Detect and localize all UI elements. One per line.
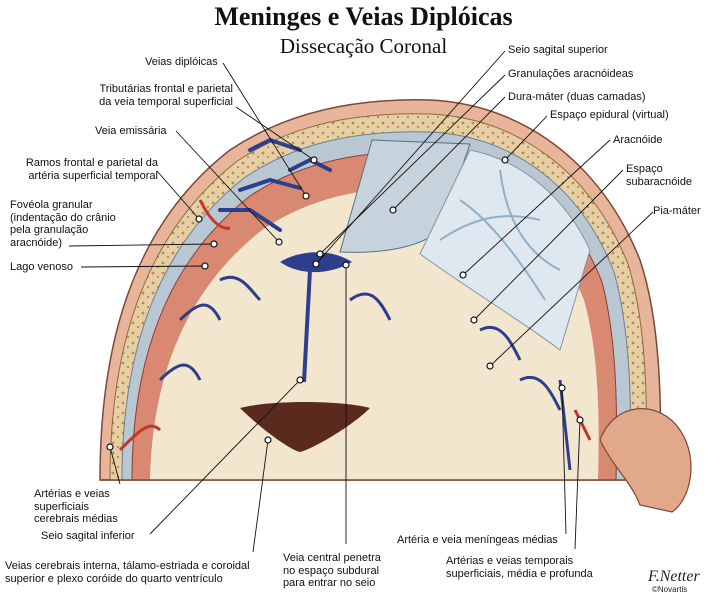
label-ramos: Ramos frontal e parietal da artéria supe…	[25, 157, 158, 182]
label-espaco-subaracnoide: Espaço subaracnóide	[626, 163, 693, 188]
label-arteria-meningea: Artéria e veia meníngeas médias	[397, 534, 558, 546]
label-arterias-temporais: Artérias e veias temporais superficiais,…	[446, 555, 593, 580]
label-veias-diploicas: Veias diplóicas	[145, 56, 218, 68]
label-espaco-epidural: Espaço epidural (virtual)	[550, 109, 669, 121]
label-seio-sagital-inferior: Seio sagital inferior	[41, 530, 135, 542]
ear	[599, 408, 692, 513]
label-veias-cerebrais-internas: Veias cerebrais interna, tálamo-estriada…	[5, 560, 250, 585]
falx-cerebri	[302, 269, 312, 383]
label-veia-emissaria: Veia emissária	[95, 125, 167, 137]
label-foveola: Fovéola granular (indentação do crânio p…	[10, 199, 116, 249]
label-lago-venoso: Lago venoso	[10, 261, 73, 273]
label-aracnoide: Aracnóide	[613, 134, 663, 146]
artist-signature: F.Netter	[648, 568, 700, 585]
page-subtitle: Dissecação Coronal	[279, 34, 448, 58]
arachnoid-window	[419, 149, 591, 351]
label-granulacoes: Granulações aracnóideas	[508, 68, 634, 80]
label-pia-mater: Pia-máter	[653, 205, 701, 217]
label-dura-mater: Dura-máter (duas camadas)	[508, 91, 646, 103]
ventricle	[240, 402, 370, 452]
label-seio-sagital-superior: Seio sagital superior	[508, 44, 608, 56]
label-veia-central: Veia central penetra no espaço subdural …	[283, 552, 381, 589]
page-title: Meninges e Veias Diplóicas	[214, 2, 513, 31]
copyright-notice: ©Novartis	[652, 585, 688, 594]
label-tributarias: Tributárias frontal e parietal da veia t…	[99, 83, 233, 108]
label-arterias-veias-cerebrais: Artérias e veias superficiais cerebrais …	[34, 488, 118, 525]
